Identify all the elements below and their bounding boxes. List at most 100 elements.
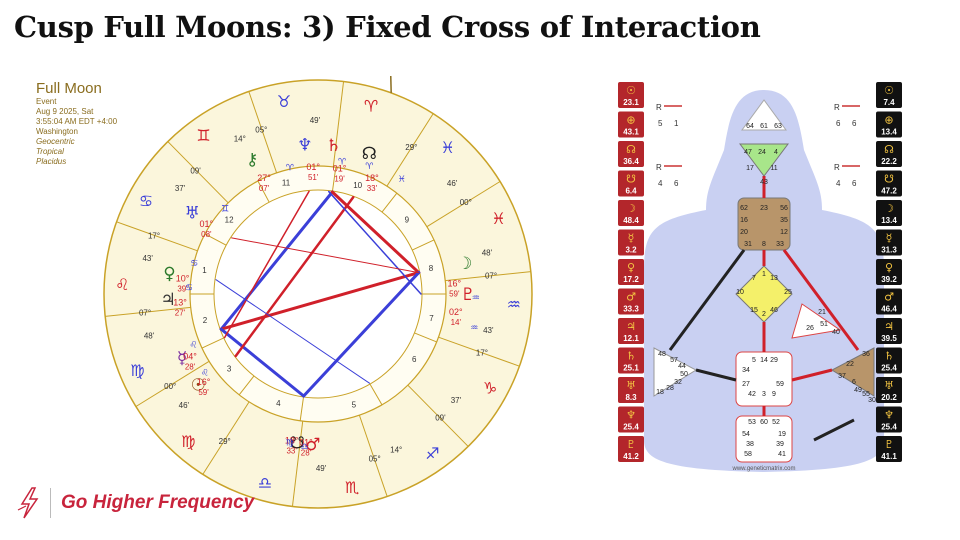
gate-number: 30 [868, 397, 876, 404]
aspect-line [219, 190, 334, 331]
house-number: 3 [227, 365, 232, 374]
personality-planet: ♃39.5 [876, 318, 902, 344]
planet-glyph: ⚷ [246, 150, 258, 170]
chart-time: 3:55:04 AM EDT +4:00 [36, 117, 118, 126]
planet-degree: 10° [176, 274, 190, 284]
design-planet-glyph: ♂ [626, 291, 636, 304]
gate-number: 19 [778, 431, 786, 438]
zodiac-sign-glyph: ♍ [181, 432, 195, 451]
chart-houses: Placidus [36, 157, 67, 166]
personality-planet-glyph: ☽ [884, 202, 894, 215]
variable-right-bottom-arrow: R [834, 163, 840, 172]
planet-minute: 33' [286, 446, 297, 455]
head-center [741, 99, 787, 131]
aspect-line [328, 190, 422, 295]
design-planet: ☽48.4 [618, 200, 644, 226]
zodiac-sign-glyph: ♏ [345, 478, 359, 497]
design-planet-box [618, 200, 644, 226]
personality-planet-value: 13.4 [881, 128, 897, 137]
design-planet-value: 36.4 [623, 157, 639, 166]
design-planet-box [618, 259, 644, 285]
planet-sign: ♋ [190, 259, 198, 269]
cusp-minute: 14° [390, 445, 402, 454]
planet-minute: 14' [451, 318, 462, 327]
design-planet-value: 3.2 [625, 246, 637, 255]
aspect-line [231, 237, 420, 274]
planet-minute: 19' [334, 175, 345, 184]
planet-minute: 08' [201, 230, 212, 239]
house-cusp-line [257, 180, 270, 203]
design-planet-glyph: ☿ [628, 232, 635, 245]
aspect-line [234, 195, 355, 358]
design-planet-box [618, 141, 644, 167]
house-cusp-line [238, 375, 255, 396]
sign-divider [202, 401, 250, 475]
gate-number: 48 [658, 351, 666, 358]
design-planet: ♆25.4 [618, 406, 644, 433]
design-planet-box [618, 347, 644, 374]
sign-divider [105, 306, 191, 317]
design-planet-glyph: ♃ [626, 320, 636, 333]
design-planet-value: 25.4 [623, 423, 639, 432]
cusp-minute: 37' [451, 396, 462, 405]
planet-glyph: ☋ [290, 434, 305, 454]
gate-number: 10 [736, 289, 744, 296]
zodiac-sign-glyph: ♓ [491, 209, 505, 228]
planet-sign: ♍ [286, 439, 294, 449]
gate-number: 26 [806, 325, 814, 332]
house-cusp-line [412, 239, 435, 251]
gate-number: 23 [760, 205, 768, 212]
gate-number: 43 [760, 179, 768, 186]
gate-number: 11 [770, 165, 777, 172]
personality-planet-box [876, 347, 902, 374]
personality-planet: ☋47.2 [876, 170, 902, 197]
variable-left-bottom-arrow: R [656, 163, 662, 172]
personality-planet-box [876, 318, 902, 344]
personality-planet-glyph: ♇ [884, 438, 894, 451]
cusp-degree: 17° [476, 348, 488, 357]
gate-number: 64 [746, 123, 754, 130]
gate-number: 6 [852, 379, 856, 386]
cusp-degree: 05° [369, 455, 381, 464]
design-planet-box [618, 288, 644, 315]
personality-planet-glyph: ♄ [884, 350, 894, 363]
house-cusp-line [331, 167, 337, 192]
sign-divider [291, 421, 304, 507]
design-planet-value: 33.3 [623, 305, 639, 314]
planet-sign: ♓ [398, 175, 406, 185]
design-planet-glyph: ☊ [626, 143, 636, 156]
planet-degree: 16° [197, 377, 211, 387]
gate-number: 35 [780, 217, 788, 224]
design-planet-box [618, 318, 644, 344]
gate-number: 55 [862, 391, 870, 398]
cusp-minute: 49' [316, 464, 327, 473]
personality-planet: ♀39.2 [876, 259, 902, 285]
variable-left-top-arrow: R [656, 103, 662, 112]
design-planet: ⊕43.1 [618, 111, 644, 138]
gate-number: 29 [770, 357, 778, 364]
variable-left-bottom-a: 4 [658, 179, 663, 188]
design-planet-glyph: ♅ [626, 379, 636, 392]
gate-number: 22 [846, 361, 854, 368]
design-planet: ♅8.3 [618, 377, 644, 403]
cusp-minute: 37' [175, 184, 186, 193]
cusp-degree: 00° [164, 382, 176, 391]
spleen-center [653, 347, 698, 397]
personality-planet-glyph: ⊕ [884, 114, 893, 127]
bodygraph-footer: www.geneticmatrix.com [731, 466, 795, 472]
channel-line [791, 368, 833, 382]
gate-number: 32 [674, 379, 682, 386]
design-planet-glyph: ♆ [626, 409, 636, 422]
planet-sign: ♈ [338, 157, 347, 167]
zodiac-sign-glyph: ♍ [130, 361, 144, 380]
design-planet-glyph: ☋ [626, 173, 636, 186]
personality-planet-glyph: ☉ [884, 84, 894, 97]
variable-left-bottom-b: 6 [674, 179, 679, 188]
sign-divider [167, 141, 229, 204]
planet-degree: 18° [285, 435, 299, 445]
gate-number: 37 [838, 373, 846, 380]
gate-number: 21 [818, 309, 826, 316]
planet-minute: 27' [175, 309, 186, 318]
personality-planet-value: 20.2 [881, 393, 897, 402]
chart-zodiac: Tropical [36, 147, 64, 156]
